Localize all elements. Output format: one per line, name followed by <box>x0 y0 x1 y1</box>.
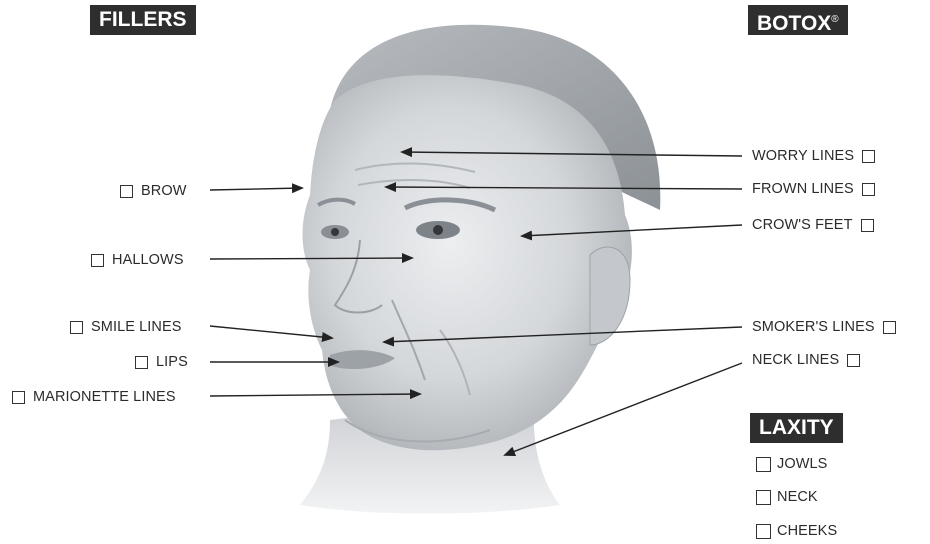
laxity-label-neck: NECK <box>777 489 818 505</box>
laxity-header: LAXITY <box>750 413 843 443</box>
checkbox-lips[interactable] <box>135 356 148 369</box>
botox-label-worry-lines: WORRY LINES <box>752 148 854 164</box>
botox-label-frown-lines: FROWN LINES <box>752 181 854 197</box>
botox-item-frown-lines[interactable]: FROWN LINES <box>752 179 875 199</box>
botox-item-neck-lines[interactable]: NECK LINES <box>752 350 860 370</box>
checkbox-neck-lines[interactable] <box>847 354 860 367</box>
botox-item-worry-lines[interactable]: WORRY LINES <box>752 146 875 166</box>
botox-item-smokers-lines[interactable]: SMOKER'S LINES <box>752 317 896 337</box>
filler-item-hallows[interactable]: HALLOWS <box>91 250 184 270</box>
checkbox-frown-lines[interactable] <box>862 183 875 196</box>
laxity-label-jowls: JOWLS <box>777 456 827 472</box>
fillers-header: FILLERS <box>90 5 196 35</box>
checkbox-smokers-lines[interactable] <box>883 321 896 334</box>
botox-item-crows-feet[interactable]: CROW'S FEET <box>752 215 874 235</box>
laxity-item-neck[interactable]: NECK <box>756 487 818 507</box>
checkbox-worry-lines[interactable] <box>862 150 875 163</box>
filler-label-marionette-lines: MARIONETTE LINES <box>33 389 176 405</box>
arrow-brow <box>210 188 302 190</box>
filler-label-smile-lines: SMILE LINES <box>91 319 182 335</box>
laxity-label-cheeks: CHEEKS <box>777 523 837 539</box>
checkbox-jowls[interactable] <box>756 457 771 472</box>
filler-label-hallows: HALLOWS <box>112 252 184 268</box>
filler-item-lips[interactable]: LIPS <box>135 352 188 372</box>
checkbox-marionette-lines[interactable] <box>12 391 25 404</box>
filler-label-brow: BROW <box>141 183 187 199</box>
botox-label-crows-feet: CROW'S FEET <box>752 217 853 233</box>
ear-shape <box>590 247 630 345</box>
filler-item-smile-lines[interactable]: SMILE LINES <box>70 317 182 337</box>
checkbox-crows-feet[interactable] <box>861 219 874 232</box>
filler-item-brow[interactable]: BROW <box>120 181 187 201</box>
laxity-item-cheeks[interactable]: CHEEKS <box>756 521 837 541</box>
botox-label-neck-lines: NECK LINES <box>752 352 839 368</box>
checkbox-brow[interactable] <box>120 185 133 198</box>
checkbox-hallows[interactable] <box>91 254 104 267</box>
checkbox-smile-lines[interactable] <box>70 321 83 334</box>
filler-item-marionette-lines[interactable]: MARIONETTE LINES <box>12 387 176 407</box>
laxity-item-jowls[interactable]: JOWLS <box>756 454 827 474</box>
checkbox-neck[interactable] <box>756 490 771 505</box>
botox-label-smokers-lines: SMOKER'S LINES <box>752 319 875 335</box>
filler-label-lips: LIPS <box>156 354 188 370</box>
botox-header: BOTOX® <box>748 5 848 35</box>
checkbox-cheeks[interactable] <box>756 524 771 539</box>
